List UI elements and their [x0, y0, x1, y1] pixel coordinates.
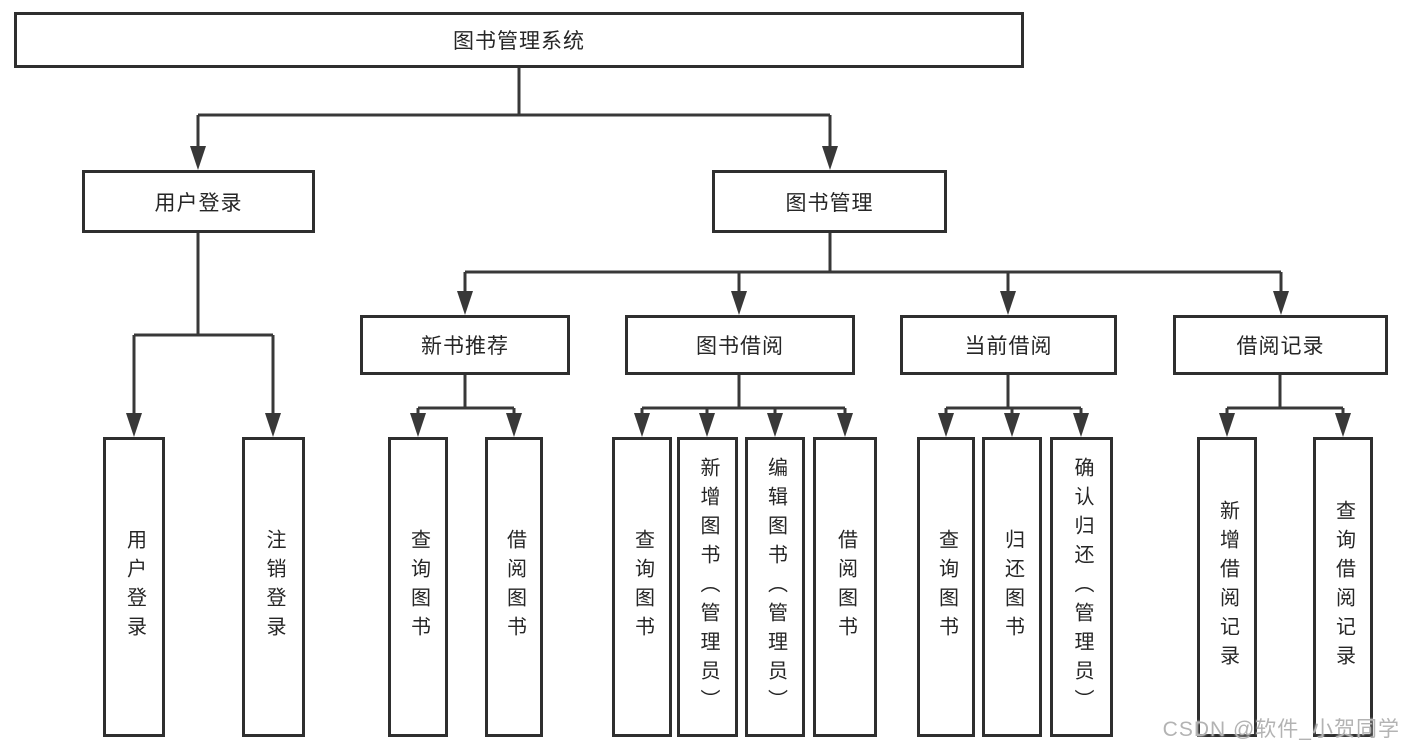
node-leaf-query-borrow-record: 查询借阅记录 — [1313, 437, 1373, 737]
node-leaf-add-book-admin: 新增图书（管理员） — [677, 437, 738, 737]
node-leaf-logout: 注销登录 — [242, 437, 305, 737]
node-leaf-query-books-recommend: 查询图书 — [388, 437, 448, 737]
node-book-borrowing: 图书借阅 — [625, 315, 855, 375]
node-leaf-user-login: 用户登录 — [103, 437, 165, 737]
node-leaf-borrow-books-recommend: 借阅图书 — [485, 437, 543, 737]
node-leaf-return-books: 归还图书 — [982, 437, 1042, 737]
node-leaf-edit-book-admin: 编辑图书（管理员） — [745, 437, 805, 737]
node-current-borrowing: 当前借阅 — [900, 315, 1117, 375]
node-leaf-confirm-return-admin: 确认归还（管理员） — [1050, 437, 1113, 737]
node-leaf-borrow-books: 借阅图书 — [813, 437, 877, 737]
node-new-book-recommendation: 新书推荐 — [360, 315, 570, 375]
arrowheads — [126, 146, 1351, 437]
node-book-management-module: 图书管理 — [712, 170, 947, 233]
node-leaf-query-books-borrowing: 查询图书 — [612, 437, 672, 737]
node-borrowing-records: 借阅记录 — [1173, 315, 1388, 375]
csdn-watermark: CSDN @软件_小贺同学 — [1162, 718, 1400, 741]
connector-rails — [132, 66, 1345, 417]
node-library-management-system: 图书管理系统 — [14, 12, 1024, 68]
node-user-login-module: 用户登录 — [82, 170, 315, 233]
node-leaf-add-borrow-record: 新增借阅记录 — [1197, 437, 1257, 737]
node-leaf-query-books-current: 查询图书 — [917, 437, 975, 737]
